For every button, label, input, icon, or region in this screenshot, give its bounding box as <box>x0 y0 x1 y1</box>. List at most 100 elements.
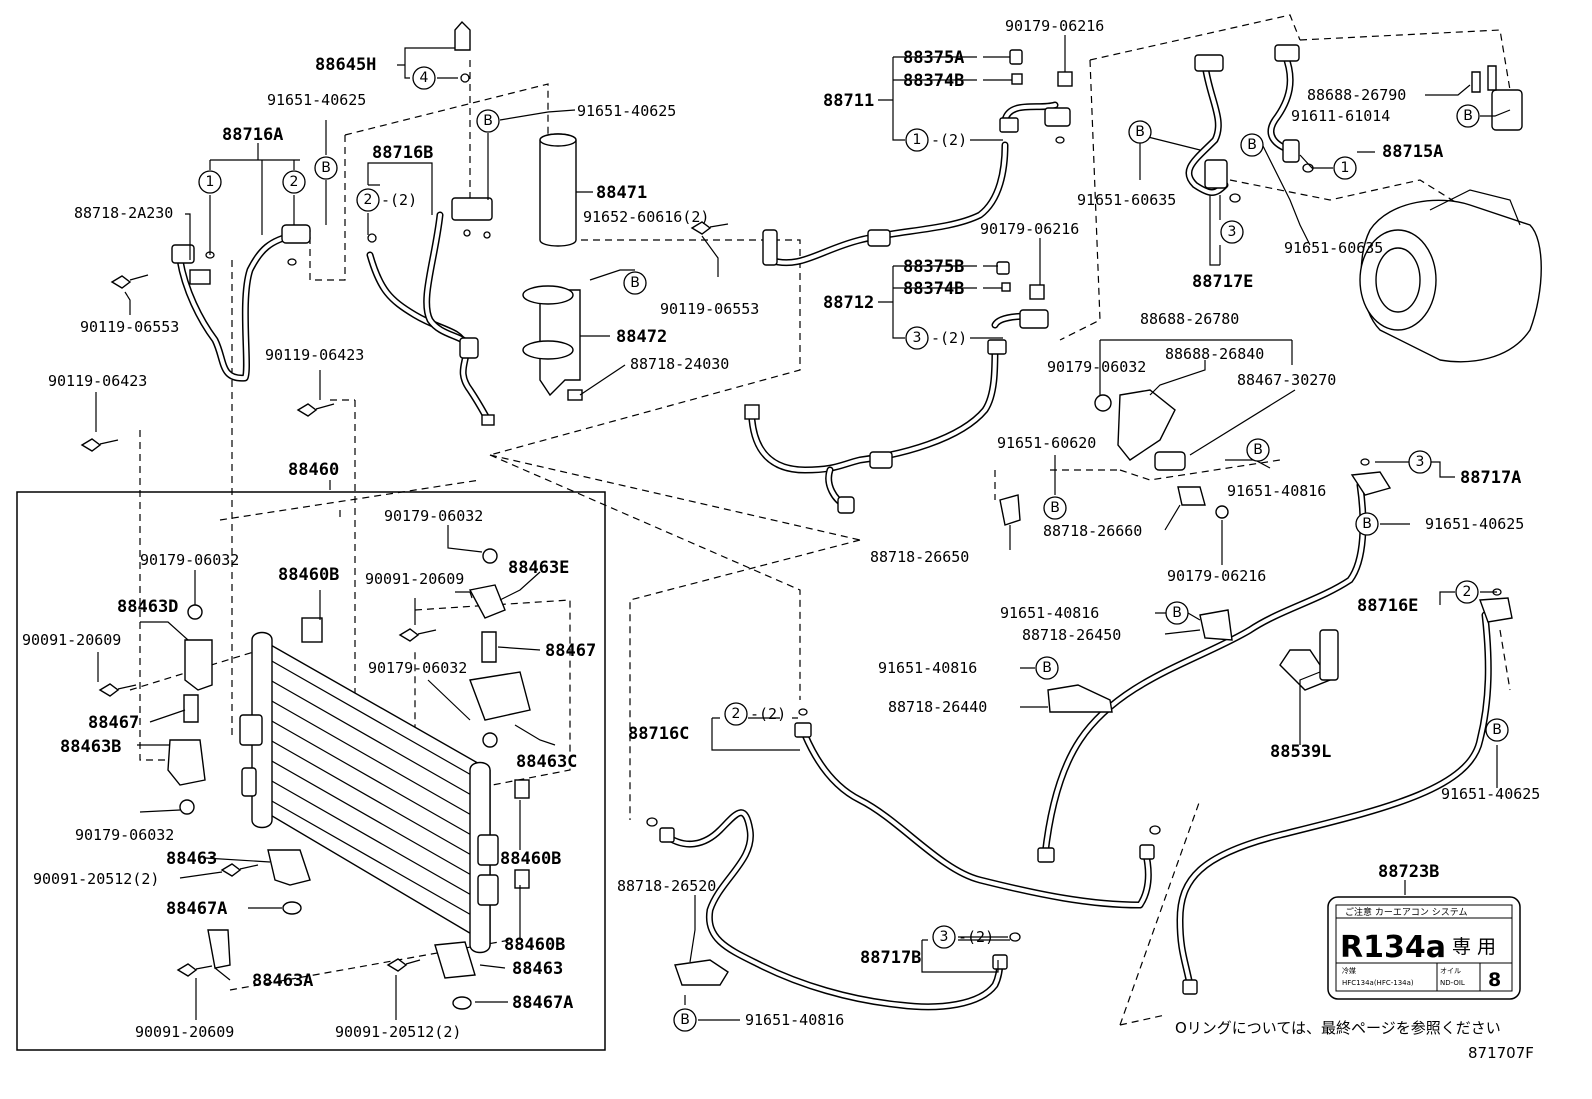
circle-B-symbol: B <box>1485 718 1509 742</box>
part-label: 90091-20512(2) <box>335 1023 461 1041</box>
svg-text:-(2): -(2) <box>931 131 967 149</box>
circle-1-symbol: 1 <box>198 170 222 194</box>
part-label: 88463A <box>252 971 313 991</box>
figure-id: 871707F <box>1468 1044 1534 1062</box>
part-label: 90091-20609 <box>135 1023 234 1041</box>
svg-text:2: 2 <box>732 706 741 722</box>
circle-2-symbol: 2 <box>282 170 306 194</box>
svg-text:8: 8 <box>1488 969 1501 991</box>
part-label: 88460B <box>500 849 561 869</box>
part-label: 88463 <box>166 849 217 869</box>
circle-B-symbol: B <box>623 271 647 295</box>
circle-B-symbol: B <box>1035 656 1059 680</box>
part-label: 88715A <box>1382 142 1443 162</box>
circle-B-symbol: B <box>476 109 500 133</box>
svg-text:B: B <box>1050 500 1060 516</box>
part-label: 88460B <box>504 935 565 955</box>
part-label: 90119-06553 <box>80 318 179 336</box>
part-label: 88472 <box>616 327 667 347</box>
svg-text:ご注意 カーエアコン システム: ご注意 カーエアコン システム <box>1345 906 1467 918</box>
svg-text:2: 2 <box>364 192 373 208</box>
part-label: 90119-06553 <box>660 300 759 318</box>
circle-1-symbol: 1 <box>905 128 929 152</box>
circle-3-symbol: 3 <box>932 925 956 949</box>
part-label: 88718-26650 <box>870 548 969 566</box>
circle-3-symbol: 3 <box>1408 450 1432 474</box>
part-label: 88717A <box>1460 468 1521 488</box>
part-label: 91651-60635 <box>1284 239 1383 257</box>
circle-B-symbol: B <box>673 1008 697 1032</box>
circle-2-symbol: 2 <box>356 188 380 212</box>
part-label: 90119-06423 <box>265 346 364 364</box>
svg-text:4: 4 <box>420 70 429 86</box>
circle-3-symbol: 3 <box>905 326 929 350</box>
part-label: 90179-06032 <box>75 826 174 844</box>
part-label: 90119-06423 <box>48 372 147 390</box>
svg-text:2: 2 <box>290 174 299 190</box>
part-label: 88716A <box>222 125 283 145</box>
part-label: 88375B <box>903 257 964 277</box>
part-label: 91651-40816 <box>1227 482 1326 500</box>
part-label: 91651-40625 <box>267 91 366 109</box>
svg-text:B: B <box>1492 722 1502 738</box>
svg-text:2: 2 <box>1463 584 1472 600</box>
circle-B-symbol: B <box>1355 512 1379 536</box>
part-label: 88718-24030 <box>630 355 729 373</box>
svg-text:B: B <box>1253 442 1263 458</box>
part-label: 88711 <box>823 91 874 111</box>
part-label: 88718-26450 <box>1022 626 1121 644</box>
svg-text:HFC134a(HFC-134a): HFC134a(HFC-134a) <box>1342 979 1414 987</box>
part-label: 88463E <box>508 558 569 578</box>
compressor <box>1359 189 1542 363</box>
part-label: 90179-06032 <box>368 659 467 677</box>
part-label: 90179-06032 <box>1047 358 1146 376</box>
part-label: 88718-2A230 <box>74 204 173 222</box>
svg-text:1: 1 <box>913 132 922 148</box>
part-label: 88374B <box>903 279 964 299</box>
part-label: 90091-20512(2) <box>33 870 159 888</box>
part-label: 88539L <box>1270 742 1331 762</box>
part-label: 90179-06216 <box>1167 567 1266 585</box>
circle-B-symbol: B <box>1128 120 1152 144</box>
svg-text:-(2): -(2) <box>931 329 967 347</box>
circled-symbols: 4 B 1 2 2 B B 1 3 B 1 B B 3 B B 3 B 2 B … <box>198 66 1509 1032</box>
svg-text:1: 1 <box>206 174 215 190</box>
condenser <box>239 631 499 954</box>
part-label: 88460 <box>288 460 339 480</box>
part-label: 91651-60620 <box>997 434 1096 452</box>
svg-text:B: B <box>680 1012 690 1028</box>
svg-text:3: 3 <box>940 929 949 945</box>
svg-text:B: B <box>630 275 640 291</box>
part-label: 88463 <box>512 959 563 979</box>
part-label: 88375A <box>903 48 964 68</box>
refrigerant-pipes <box>176 51 1492 1011</box>
svg-text:R134a: R134a <box>1340 930 1446 965</box>
circle-2-symbol: 2 <box>1455 580 1479 604</box>
svg-text:3: 3 <box>1416 454 1425 470</box>
part-label: 88688-26780 <box>1140 310 1239 328</box>
part-label: 90179-06216 <box>1005 17 1104 35</box>
part-label: 88471 <box>596 183 647 203</box>
svg-text:B: B <box>1172 605 1182 621</box>
part-label: 88718-26440 <box>888 698 987 716</box>
circle-B-symbol: B <box>314 156 338 180</box>
r134a-caution-label: ご注意 カーエアコン システム R134a 専 用 冷媒 HFC134a(HFC… <box>1327 896 1521 1000</box>
svg-text:B: B <box>1362 516 1372 532</box>
part-label: 90179-06216 <box>980 220 1079 238</box>
part-label: 88467 <box>88 713 139 733</box>
circle-B-symbol: B <box>1043 496 1067 520</box>
part-label: 88723B <box>1378 862 1439 882</box>
o-ring-footnote: Oリングについては、最終ページを参照ください <box>1175 1019 1501 1037</box>
part-label: 88463C <box>516 752 577 772</box>
part-label: 88374B <box>903 71 964 91</box>
part-label: 88716B <box>372 143 433 163</box>
part-label: 88467-30270 <box>1237 371 1336 389</box>
component-shapes <box>80 20 1542 1010</box>
part-label: 88717B <box>860 948 921 968</box>
part-label: 88463B <box>60 737 121 757</box>
part-label: 88688-26790 <box>1307 86 1406 104</box>
svg-text:ND-OIL: ND-OIL <box>1440 979 1465 987</box>
svg-text:B: B <box>1463 108 1473 124</box>
part-label: 91651-40816 <box>745 1011 844 1029</box>
part-label: 88717E <box>1192 272 1253 292</box>
